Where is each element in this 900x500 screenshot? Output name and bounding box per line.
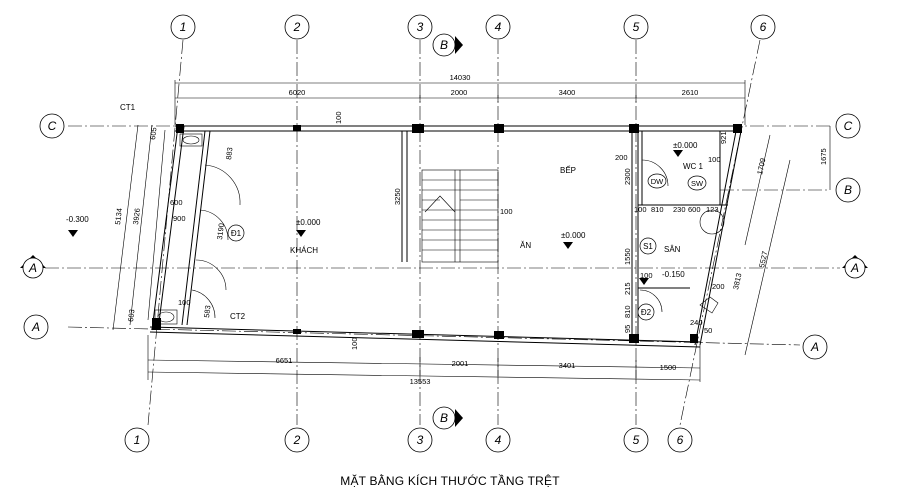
label-an: ĂN: [520, 241, 531, 250]
grid-label-2-top: 2: [293, 20, 301, 34]
dim-100-bottom: 100: [350, 337, 359, 350]
dim-left-door-1: 600: [170, 198, 183, 207]
level-outside: -0.300: [66, 215, 89, 224]
grid-bubbles: [23, 14, 861, 453]
grid-label-2-bottom: 2: [293, 433, 301, 447]
dim-215: 215: [623, 282, 632, 295]
section-bubbles: [22, 257, 866, 279]
grid-label-1-bottom: 1: [134, 433, 141, 447]
dim-3813: 3813: [731, 272, 743, 290]
grid-label-b-right: B: [844, 183, 852, 197]
grid-label-a-right: A: [810, 340, 819, 354]
grid-label-4-top: 4: [495, 20, 502, 34]
dim-bottom-overall: 13553: [410, 377, 431, 386]
dim-100-stair: 100: [500, 207, 513, 216]
dim-stair: 3250: [393, 188, 402, 205]
dim-bottom-seg-1: 6651: [276, 356, 293, 365]
staircase: [421, 169, 499, 263]
section-label-a-right: A: [850, 261, 859, 275]
grid-label-6-top: 6: [760, 20, 767, 34]
dim-100-wc-top: 100: [708, 155, 721, 164]
dim-1675: 1675: [819, 148, 828, 165]
dim-left-overall: 5134: [113, 208, 124, 226]
level-wc: ±0.000: [673, 141, 698, 150]
dim-240: 240: [690, 318, 703, 327]
dim-left-inner: 3926: [131, 208, 142, 226]
section-label-a-left: A: [28, 261, 37, 275]
dim-100-san: 100: [640, 271, 653, 280]
label-khach: KHÁCH: [290, 246, 318, 255]
dim-left-door-2: 900: [173, 214, 186, 223]
dim-100-top: 100: [334, 111, 343, 124]
dim-bottom-seg-2: 2001: [452, 359, 469, 368]
fixtures: [154, 133, 725, 325]
tag-d1: Đ1: [231, 229, 242, 238]
dim-1709: 1709: [755, 157, 767, 175]
dim-bottom-seg-4: 1500: [660, 363, 677, 372]
level-marks: -0.300 ±0.000 ±0.000 ±0.000 -0.150: [66, 141, 698, 279]
dim-100-wc: 100: [634, 205, 647, 214]
grid-label-c-left: C: [48, 119, 57, 133]
section-label-b-bottom: B: [440, 411, 448, 425]
room-labels: CT1 CT2 KHÁCH ĂN BẾP WC 1 SÂN: [120, 103, 704, 321]
tag-bubbles: [227, 173, 707, 321]
dim-921: 921: [719, 131, 728, 144]
dim-left-window: 3190: [215, 223, 226, 241]
label-ct1: CT1: [120, 103, 136, 112]
section-markers: [20, 36, 868, 427]
dim-top-seg-1: 6020: [289, 88, 306, 97]
drawing-title: MẶT BẰNG KÍCH THƯỚC TẦNG TRỆT: [340, 474, 560, 488]
tag-sw: SW: [691, 179, 704, 188]
level-an: ±0.000: [561, 231, 586, 240]
grid-label-5-bottom: 5: [633, 433, 640, 447]
dimension-texts: 14030 6020 2000 3400 2610 6651 2001 3401…: [113, 73, 828, 386]
grid-label-1-top: 1: [180, 20, 187, 34]
dim-top-overall: 14030: [450, 73, 471, 82]
dim-bottom-seg-3: 3401: [559, 361, 576, 370]
dim-5527: 5527: [757, 250, 769, 268]
dim-810-wc: 810: [651, 205, 664, 214]
dim-810-vertical: 810: [623, 305, 632, 318]
dim-95: 95: [623, 325, 632, 333]
dim-top-seg-3: 3400: [559, 88, 576, 97]
door-swings: [191, 159, 669, 319]
dim-top-seg-2: 2000: [451, 88, 468, 97]
label-ct2: CT2: [230, 312, 246, 321]
section-label-b-top: B: [440, 38, 448, 52]
grid-label-5-top: 5: [633, 20, 640, 34]
grid-label-c-right: C: [844, 119, 853, 133]
dimension-lines: [112, 80, 831, 382]
tag-d2: Đ2: [641, 308, 652, 317]
tag-dw: DW: [651, 177, 664, 186]
grid-label-3-bottom: 3: [417, 433, 424, 447]
dim-left-bottom: 603: [126, 309, 136, 323]
label-san: SÂN: [664, 245, 681, 254]
dim-2300: 2300: [623, 168, 632, 185]
grid-label-6-bottom: 6: [677, 433, 684, 447]
walls: [149, 125, 743, 348]
dim-230: 230: [673, 205, 686, 214]
tag-labels: Đ1 Đ2 S1 DW SW: [231, 177, 704, 317]
dim-583: 583: [202, 305, 212, 319]
grid-label-4-bottom: 4: [495, 433, 502, 447]
grid-label-3-top: 3: [417, 20, 424, 34]
dim-top-seg-4: 2610: [682, 88, 699, 97]
dim-50: 50: [704, 326, 712, 335]
dim-1550: 1550: [623, 248, 632, 265]
label-bep: BẾP: [560, 165, 576, 175]
dim-123: 123: [706, 205, 719, 214]
dim-left-top: 605: [148, 127, 158, 141]
dim-600: 600: [688, 205, 701, 214]
tag-s1: S1: [643, 242, 653, 251]
dim-883: 883: [224, 147, 234, 161]
level-san: -0.150: [662, 270, 685, 279]
grid-label-a-left: A: [31, 320, 40, 334]
grid-labels: 1 2 3 4 5 6 1 2 3 4 5 6 C C B A A B B A …: [28, 20, 859, 447]
dim-100-left: 100: [178, 298, 191, 307]
level-khach: ±0.000: [296, 218, 321, 227]
dim-100-right: 200: [712, 282, 725, 291]
dim-200: 200: [615, 153, 628, 162]
label-wc1: WC 1: [683, 162, 704, 171]
